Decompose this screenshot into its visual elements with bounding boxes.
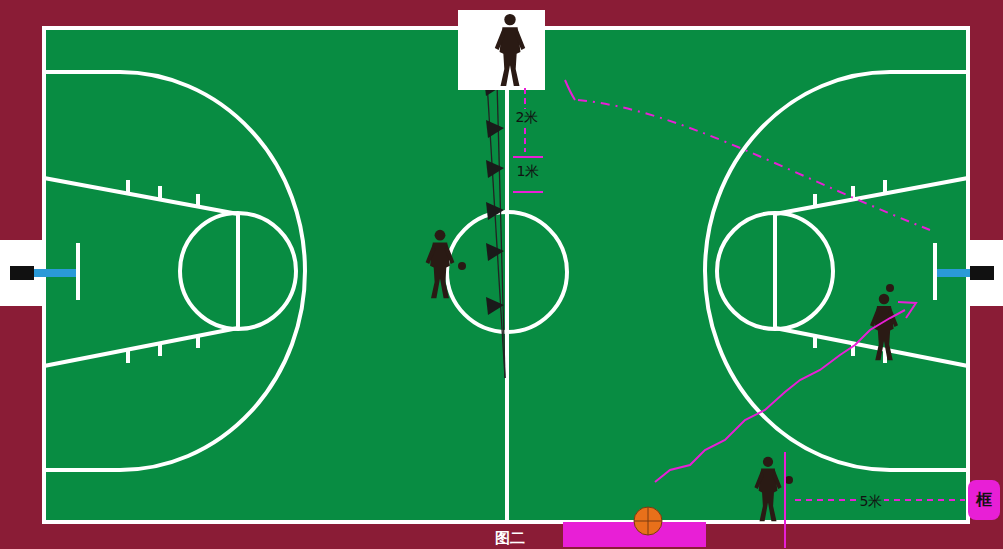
node-text: 框: [976, 490, 992, 511]
figure-caption: 图二: [495, 529, 525, 548]
label-box: 框: [968, 480, 1000, 520]
dimension-label: 1米: [517, 163, 540, 179]
dimension-label: 2米: [514, 109, 541, 125]
dimension-label: 5米: [858, 493, 885, 509]
